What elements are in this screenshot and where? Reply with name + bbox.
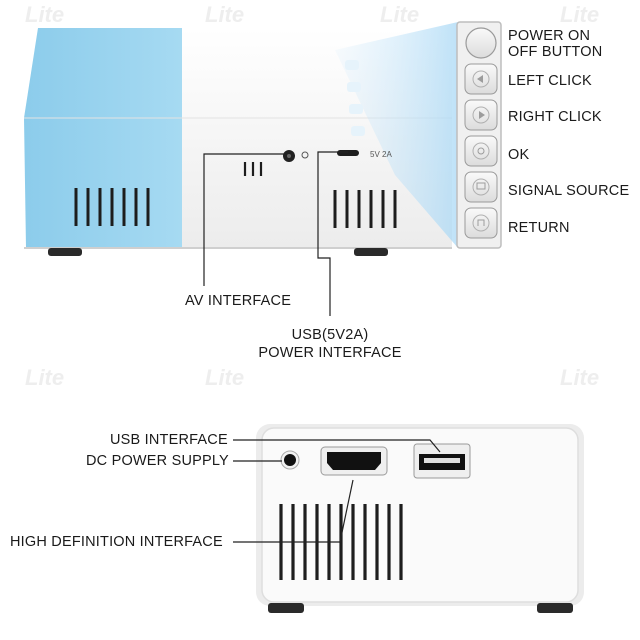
control-panel bbox=[456, 21, 502, 249]
foot bbox=[354, 248, 388, 256]
foot bbox=[537, 603, 573, 613]
led-indicator bbox=[301, 151, 309, 159]
ok-button[interactable] bbox=[464, 135, 498, 167]
usb-power-port bbox=[337, 150, 359, 156]
watermark: Lite bbox=[560, 365, 599, 390]
watermark: Lite bbox=[25, 365, 64, 390]
source-icon bbox=[476, 182, 486, 190]
hdmi-port bbox=[327, 452, 381, 470]
watermarks: Lite Lite Lite Lite Lite Lite Lite bbox=[25, 2, 599, 390]
right-click-label: RIGHT CLICK bbox=[508, 109, 602, 125]
return-label: RETURN bbox=[508, 220, 570, 236]
signal-source-label: SIGNAL SOURCE bbox=[508, 183, 630, 199]
watermark: Lite bbox=[25, 2, 64, 27]
ok-label: OK bbox=[508, 147, 530, 163]
ok-icon bbox=[477, 147, 485, 155]
usb-interface-label: USB INTERFACE bbox=[110, 432, 228, 448]
speaker-grille bbox=[243, 162, 263, 176]
foot bbox=[268, 603, 304, 613]
triangle-left-icon bbox=[477, 75, 483, 83]
watermark: Lite bbox=[560, 2, 599, 27]
av-interface-label: AV INTERFACE bbox=[185, 293, 292, 309]
power-button-label-line2: OFF BUTTON bbox=[508, 44, 603, 60]
projection-beam bbox=[335, 22, 458, 248]
projector-back-view bbox=[256, 424, 584, 613]
high-definition-interface-label: HIGH DEFINITION INTERFACE bbox=[10, 534, 223, 550]
triangle-right-icon bbox=[479, 111, 485, 119]
front-vent bbox=[333, 190, 397, 228]
foot bbox=[48, 248, 82, 256]
top-callout-lines bbox=[203, 151, 348, 316]
bottom-callout-lines bbox=[233, 439, 441, 543]
back-vent bbox=[279, 504, 403, 580]
projector-blue-panel bbox=[24, 28, 182, 248]
left-click-button[interactable] bbox=[464, 63, 498, 95]
signal-source-button[interactable] bbox=[464, 171, 498, 203]
watermark: Lite bbox=[205, 365, 244, 390]
usb-power-label-line2: POWER INTERFACE bbox=[258, 345, 402, 361]
port-label: 5V 2A bbox=[370, 150, 392, 159]
projector-top-view: 5V 2A bbox=[24, 22, 458, 256]
watermark: Lite bbox=[380, 2, 419, 27]
usb-power-label-line1: USB(5V2A) bbox=[291, 327, 369, 343]
right-click-button[interactable] bbox=[464, 99, 498, 131]
watermark: Lite bbox=[205, 2, 244, 27]
left-click-label: LEFT CLICK bbox=[508, 73, 592, 89]
power-button[interactable] bbox=[465, 27, 497, 59]
power-button-label-line1: POWER ON bbox=[508, 28, 591, 44]
return-icon bbox=[477, 219, 485, 226]
dc-power-supply-label: DC POWER SUPPLY bbox=[86, 453, 229, 469]
dc-power-jack bbox=[284, 454, 296, 466]
return-button[interactable] bbox=[464, 207, 498, 239]
blue-panel-vent bbox=[74, 188, 150, 226]
